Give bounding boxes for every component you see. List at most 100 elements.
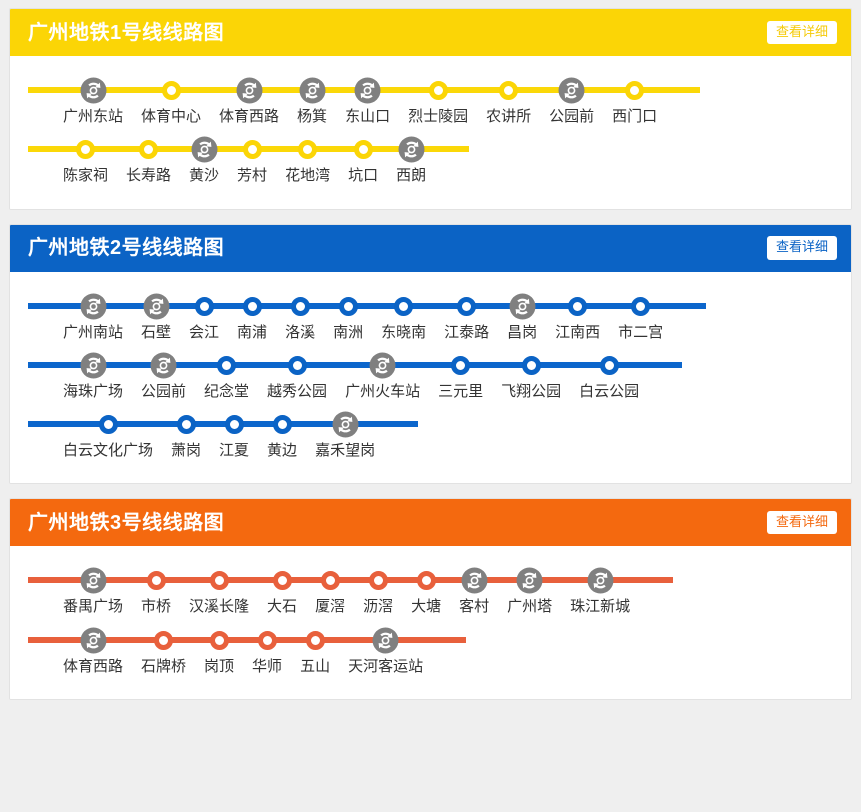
station-dot-icon[interactable] [451, 355, 471, 375]
interchange-station-icon[interactable] [509, 293, 536, 320]
station[interactable]: 番禺广场 [54, 566, 133, 617]
station-dot-icon[interactable] [599, 355, 619, 375]
station[interactable]: 石壁 [132, 292, 181, 343]
interchange-station-icon[interactable] [191, 136, 218, 163]
station[interactable]: 珠江新城 [561, 566, 640, 617]
station[interactable]: 会江 [180, 292, 229, 343]
station[interactable]: 厦滘 [306, 566, 355, 617]
station[interactable]: 五山 [291, 626, 340, 677]
interchange-station-icon[interactable] [80, 567, 107, 594]
station-dot-icon[interactable] [176, 415, 196, 434]
station[interactable]: 体育西路 [210, 76, 289, 127]
interchange-station-icon[interactable] [80, 352, 107, 379]
station-dot-icon[interactable] [499, 81, 519, 100]
station[interactable]: 长寿路 [117, 135, 181, 186]
station[interactable]: 大石 [258, 566, 307, 617]
station[interactable]: 南洲 [324, 292, 373, 343]
interchange-station-icon[interactable] [369, 352, 396, 379]
interchange-station-icon[interactable] [299, 77, 326, 104]
station-dot-icon[interactable] [416, 571, 436, 591]
station[interactable]: 白云文化广场 [54, 410, 163, 461]
interchange-station-icon[interactable] [236, 77, 263, 104]
interchange-station-icon[interactable] [150, 352, 177, 379]
station-dot-icon[interactable] [98, 415, 118, 434]
station[interactable]: 大塘 [402, 566, 451, 617]
station-dot-icon[interactable] [242, 140, 262, 160]
interchange-station-icon[interactable] [558, 77, 585, 104]
interchange-station-icon[interactable] [516, 567, 543, 594]
station[interactable]: 岗顶 [195, 626, 244, 677]
interchange-station-icon[interactable] [332, 411, 359, 438]
station-dot-icon[interactable] [209, 571, 229, 591]
view-detail-button[interactable]: 查看详细 [766, 511, 837, 535]
station[interactable]: 陈家祠 [54, 135, 118, 186]
station-dot-icon[interactable] [242, 296, 262, 316]
station[interactable]: 市桥 [132, 566, 181, 617]
station[interactable]: 海珠广场 [54, 351, 133, 402]
station[interactable]: 广州塔 [498, 566, 562, 617]
station[interactable]: 萧岗 [162, 410, 211, 461]
station-dot-icon[interactable] [194, 296, 214, 316]
station-dot-icon[interactable] [368, 571, 388, 591]
station-dot-icon[interactable] [139, 140, 159, 160]
station[interactable]: 广州火车站 [336, 351, 430, 402]
station-dot-icon[interactable] [353, 140, 373, 160]
interchange-station-icon[interactable] [398, 136, 425, 163]
station-dot-icon[interactable] [257, 630, 277, 650]
station-dot-icon[interactable] [338, 296, 358, 316]
station-dot-icon[interactable] [290, 296, 310, 316]
station[interactable]: 东山口 [336, 76, 400, 127]
station[interactable]: 广州南站 [54, 292, 133, 343]
station[interactable]: 嘉禾望岗 [306, 410, 385, 461]
station-dot-icon[interactable] [76, 140, 95, 160]
station-dot-icon[interactable] [568, 296, 588, 316]
station-dot-icon[interactable] [272, 571, 292, 591]
station[interactable]: 汉溪长隆 [180, 566, 259, 617]
station[interactable]: 芳村 [228, 135, 277, 186]
station-dot-icon[interactable] [320, 571, 340, 591]
station[interactable]: 白云公园 [570, 351, 649, 402]
station-dot-icon[interactable] [631, 296, 651, 316]
station[interactable]: 体育西路 [54, 626, 133, 677]
station[interactable]: 体育中心 [132, 76, 211, 127]
station[interactable]: 越秀公园 [258, 351, 337, 402]
station[interactable]: 花地湾 [276, 135, 340, 186]
interchange-station-icon[interactable] [461, 567, 488, 594]
station[interactable]: 广州东站 [54, 76, 133, 127]
station-dot-icon[interactable] [161, 81, 181, 100]
station[interactable]: 烈士陵园 [399, 76, 478, 127]
station[interactable]: 华师 [243, 626, 292, 677]
station-dot-icon[interactable] [209, 630, 229, 650]
station-dot-icon[interactable] [146, 571, 166, 591]
interchange-station-icon[interactable] [80, 293, 107, 320]
station[interactable]: 纪念堂 [195, 351, 259, 402]
station[interactable]: 三元里 [429, 351, 493, 402]
station[interactable]: 昌岗 [498, 292, 547, 343]
interchange-station-icon[interactable] [80, 77, 107, 104]
station[interactable]: 东晓南 [372, 292, 436, 343]
station[interactable]: 江夏 [210, 410, 259, 461]
station[interactable]: 洛溪 [276, 292, 325, 343]
station[interactable]: 公园前 [540, 76, 604, 127]
station[interactable]: 天河客运站 [339, 626, 433, 677]
interchange-station-icon[interactable] [80, 627, 107, 654]
interchange-station-icon[interactable] [143, 293, 170, 320]
station[interactable]: 南浦 [228, 292, 277, 343]
station-dot-icon[interactable] [457, 296, 477, 316]
station[interactable]: 公园前 [132, 351, 196, 402]
station[interactable]: 农讲所 [477, 76, 541, 127]
station[interactable]: 市二宫 [609, 292, 673, 343]
station-dot-icon[interactable] [287, 355, 307, 375]
station[interactable]: 黄边 [258, 410, 307, 461]
station-dot-icon[interactable] [521, 355, 541, 375]
view-detail-button[interactable]: 查看详细 [766, 236, 837, 260]
station[interactable]: 西门口 [603, 76, 667, 127]
station[interactable]: 沥滘 [354, 566, 403, 617]
interchange-station-icon[interactable] [372, 627, 399, 654]
station[interactable]: 飞翔公园 [492, 351, 571, 402]
station[interactable]: 杨箕 [288, 76, 337, 127]
station[interactable]: 江南西 [546, 292, 610, 343]
station-dot-icon[interactable] [428, 81, 448, 100]
station-dot-icon[interactable] [217, 355, 237, 375]
station[interactable]: 石牌桥 [132, 626, 196, 677]
